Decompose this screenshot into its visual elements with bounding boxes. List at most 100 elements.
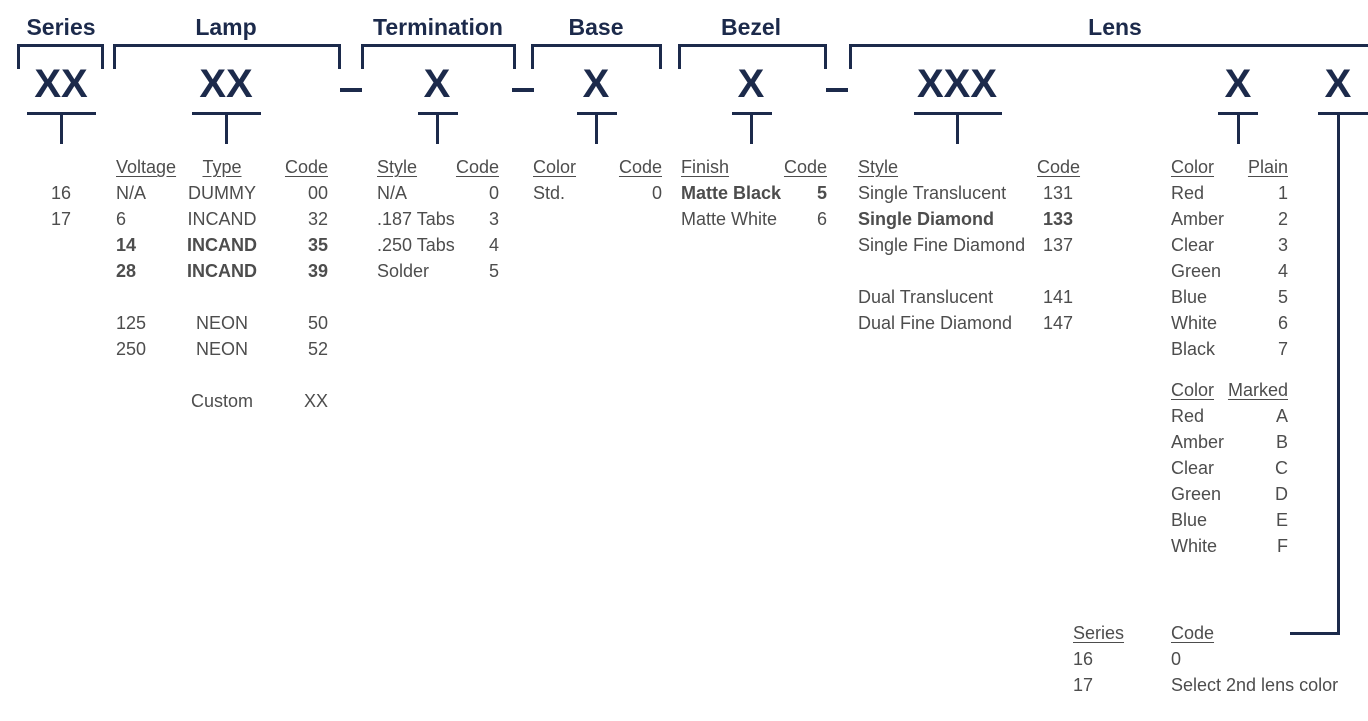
- bezel-code: 6: [816, 209, 827, 229]
- tee-bezel-stem: [750, 112, 753, 144]
- lens-plain-heading-code: Plain: [1247, 157, 1288, 177]
- lens-style: Single Fine Diamond: [858, 235, 1026, 255]
- lens-plain-code: 3: [1277, 235, 1288, 255]
- termination-style: .187 Tabs: [377, 209, 455, 229]
- second-lens-heading-series: Series: [1073, 623, 1125, 643]
- bracket-series-left: [17, 44, 20, 69]
- lamp-code: 52: [307, 339, 328, 359]
- bracket-base-right: [659, 44, 662, 69]
- lens-plain-color: Amber: [1171, 209, 1225, 229]
- header-lamp: Lamp: [195, 14, 257, 40]
- lens-style-code: 131: [1043, 183, 1074, 203]
- lens-style: Dual Translucent: [858, 287, 994, 307]
- lens-style-code: 133: [1043, 209, 1074, 229]
- lamp-code: 32: [307, 209, 328, 229]
- lens-marked-code: B: [1275, 432, 1288, 452]
- tee-series-stem: [60, 112, 63, 144]
- placeholder-lens-color-1: X: [1224, 62, 1252, 106]
- lamp-heading-type: Type: [202, 157, 242, 177]
- lamp-code: 50: [307, 313, 328, 333]
- termination-style: Solder: [377, 261, 430, 281]
- lamp-type: NEON: [195, 339, 249, 359]
- lens-marked-color: White: [1171, 536, 1218, 556]
- lens-style-heading-style: Style: [858, 157, 899, 177]
- separator-dash-3: [826, 88, 848, 92]
- lens-marked-heading-color: Color: [1171, 380, 1215, 400]
- termination-code: 4: [488, 235, 499, 255]
- second-lens-heading-code: Code: [1171, 623, 1215, 643]
- lamp-voltage: 28: [116, 261, 137, 281]
- lamp-type: NEON: [195, 313, 249, 333]
- lens-style: Single Translucent: [858, 183, 1007, 203]
- bracket-termination-left: [361, 44, 364, 69]
- lens-style-heading-code: Code: [1037, 157, 1081, 177]
- tee-lens-color2-bar: [1318, 112, 1368, 115]
- lamp-voltage: 250: [116, 339, 147, 359]
- bezel-heading-code: Code: [783, 157, 827, 177]
- tee-termination-stem: [436, 112, 439, 144]
- bracket-lamp-top: [113, 44, 341, 47]
- bracket-lens-top: [849, 44, 1368, 47]
- lamp-custom-type: Custom: [190, 391, 254, 411]
- separator-dash-2: [512, 88, 534, 92]
- placeholder-lamp: XX: [199, 62, 253, 106]
- bezel-code: 5: [816, 183, 827, 203]
- lamp-type: INCAND: [187, 235, 257, 255]
- bracket-bezel-right: [824, 44, 827, 69]
- second-lens-code: 0: [1171, 649, 1182, 669]
- bracket-lens-left: [849, 44, 852, 69]
- termination-style: N/A: [377, 183, 408, 203]
- header-bezel: Bezel: [720, 14, 782, 40]
- lens-plain-code: 7: [1277, 339, 1288, 359]
- second-lens-series: 17: [1073, 675, 1094, 695]
- lamp-voltage: N/A: [116, 183, 147, 203]
- bezel-heading-finish: Finish: [681, 157, 730, 177]
- header-series: Series: [26, 14, 96, 40]
- base-color: Std.: [533, 183, 566, 203]
- second-lens-code: Select 2nd lens color: [1171, 675, 1339, 695]
- placeholder-bezel: X: [737, 62, 765, 106]
- lens-style: Dual Fine Diamond: [858, 313, 1013, 333]
- lens-plain-heading-color: Color: [1171, 157, 1215, 177]
- lens-style-code: 147: [1043, 313, 1074, 333]
- bracket-base-left: [531, 44, 534, 69]
- termination-style: .250 Tabs: [377, 235, 455, 255]
- base-code: 0: [651, 183, 662, 203]
- lens-marked-color: Blue: [1171, 510, 1208, 530]
- lamp-heading-code: Code: [284, 157, 328, 177]
- bracket-series-right: [101, 44, 104, 69]
- termination-heading-code: Code: [455, 157, 499, 177]
- lens-plain-color: Blue: [1171, 287, 1208, 307]
- lamp-voltage: 6: [116, 209, 127, 229]
- header-base: Base: [568, 14, 624, 40]
- lens-marked-code: F: [1277, 536, 1288, 556]
- lens-plain-code: 6: [1277, 313, 1288, 333]
- placeholder-base: X: [582, 62, 610, 106]
- lens-style-code: 141: [1043, 287, 1074, 307]
- lens-plain-code: 5: [1277, 287, 1288, 307]
- lamp-heading-voltage: Voltage: [116, 157, 177, 177]
- lens-marked-code: A: [1275, 406, 1288, 426]
- tee-lamp-stem: [225, 112, 228, 144]
- lens-plain-color: White: [1171, 313, 1218, 333]
- placeholder-lens-color-2: X: [1324, 62, 1352, 106]
- lens-plain-color: Clear: [1171, 235, 1215, 255]
- lens-plain-color: Black: [1171, 339, 1216, 359]
- termination-code: 0: [488, 183, 499, 203]
- lamp-voltage: 14: [116, 235, 137, 255]
- tee-base-stem: [595, 112, 598, 144]
- placeholder-series: XX: [34, 62, 88, 106]
- placeholder-termination: X: [423, 62, 451, 106]
- lens-style-code: 137: [1043, 235, 1074, 255]
- termination-code: 5: [488, 261, 499, 281]
- lens-marked-code: D: [1275, 484, 1288, 504]
- lens-marked-color: Clear: [1171, 458, 1215, 478]
- tee-lens-color2-elbow: [1290, 632, 1340, 635]
- lens-plain-code: 2: [1277, 209, 1288, 229]
- lamp-custom-code: XX: [303, 391, 328, 411]
- bracket-termination-top: [361, 44, 516, 47]
- bezel-finish: Matte White: [681, 209, 778, 229]
- header-lens: Lens: [1088, 14, 1142, 40]
- lens-plain-code: 4: [1277, 261, 1288, 281]
